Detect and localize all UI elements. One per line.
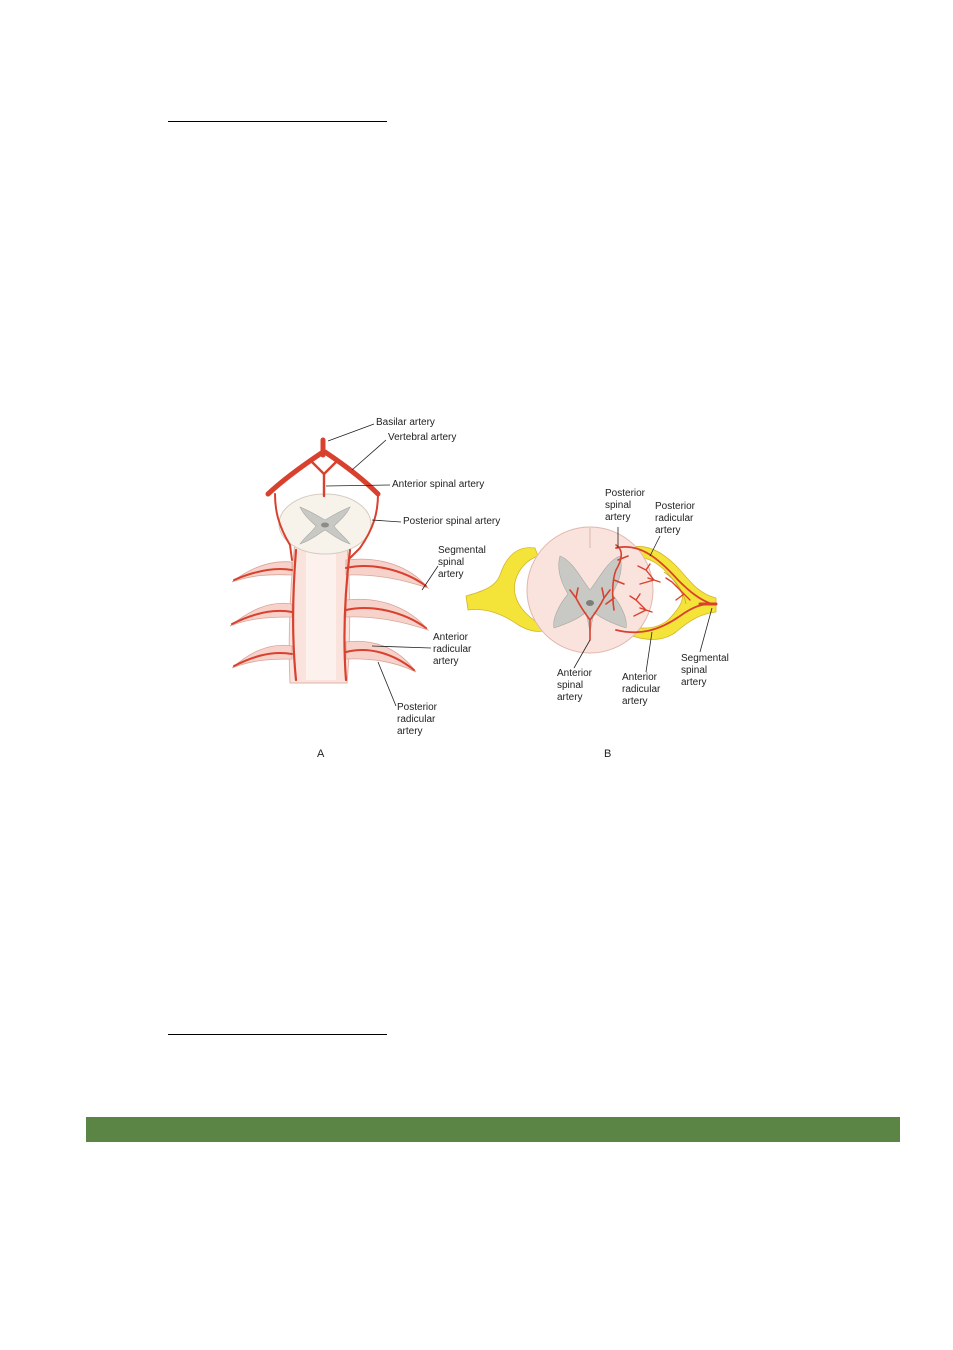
- top-rule: [168, 121, 387, 122]
- vertebral-artery-right: [322, 449, 381, 497]
- leader-posterior-spinal: [371, 519, 402, 523]
- label-posterior-spinal-artery-b: Posterior spinal artery: [605, 488, 648, 523]
- leader-anterior-spinal: [325, 484, 391, 487]
- cord-artery-left: [291, 548, 298, 682]
- leader-vertebral: [351, 439, 387, 471]
- label-segmental-spinal-artery-a: Segmental spinal artery: [438, 545, 489, 580]
- panel-a-letter: A: [317, 748, 325, 760]
- panel-b-letter: B: [604, 748, 611, 760]
- label-posterior-spinal-artery: Posterior spinal artery: [403, 516, 500, 527]
- tree-branch-right: [665, 577, 691, 601]
- leader-anterior-radicular-b: [645, 631, 653, 673]
- nerve-inner-line: [663, 571, 687, 605]
- label-anterior-spinal-artery-b: Anterior spinal artery: [557, 668, 595, 703]
- panel-b-arteries: [569, 544, 718, 641]
- posterior-spinal-right: [349, 493, 379, 559]
- anterior-spinal-branches: [310, 460, 338, 476]
- bottom-rule: [168, 1034, 387, 1035]
- panel-a: Basilar artery Vertebral artery Anterior…: [229, 417, 500, 760]
- leader-posterior-radicular-b: [649, 535, 661, 557]
- vertebral-artery-left: [265, 449, 326, 497]
- label-segmental-spinal-artery-b: Segmental spinal artery: [681, 653, 732, 688]
- anterior-spinal-artery-b: [569, 587, 611, 641]
- central-canal-b: [586, 600, 594, 606]
- label-basilar-artery: Basilar artery: [376, 417, 435, 428]
- label-posterior-radicular-artery-b: Posterior radicular artery: [655, 501, 698, 536]
- cord-highlight: [306, 530, 336, 680]
- leader-posterior-radicular-a: [377, 661, 397, 707]
- label-anterior-spinal-artery: Anterior spinal artery: [392, 479, 484, 490]
- panel-a-arteries: [231, 437, 427, 682]
- posterior-spinal-artery-b: [605, 544, 629, 611]
- section-header-bar: [86, 1117, 900, 1142]
- label-posterior-radicular-artery-a: Posterior radicular artery: [397, 702, 440, 737]
- leader-anterior-spinal-b: [573, 639, 591, 669]
- tree-branch-lower: [629, 593, 653, 617]
- posterior-spinal-left: [274, 493, 293, 561]
- leader-segmental-a: [421, 565, 439, 591]
- leader-segmental-b: [699, 607, 713, 653]
- posterior-radicular-artery-b: [615, 545, 713, 605]
- cord-artery-right: [343, 548, 352, 682]
- label-vertebral-artery: Vertebral artery: [388, 432, 456, 443]
- label-anterior-radicular-artery-b: Anterior radicular artery: [622, 672, 663, 707]
- tree-branch-upper: [637, 563, 661, 585]
- leader-basilar: [327, 423, 375, 442]
- panel-b: Posterior spinal artery Posterior radicu…: [465, 488, 732, 760]
- central-canal: [321, 522, 329, 528]
- label-anterior-radicular-artery-a: Anterior radicular artery: [433, 632, 474, 667]
- grey-matter-b: [553, 555, 627, 633]
- leader-anterior-radicular-a: [371, 645, 432, 649]
- spinal-nerve-left: [465, 547, 549, 632]
